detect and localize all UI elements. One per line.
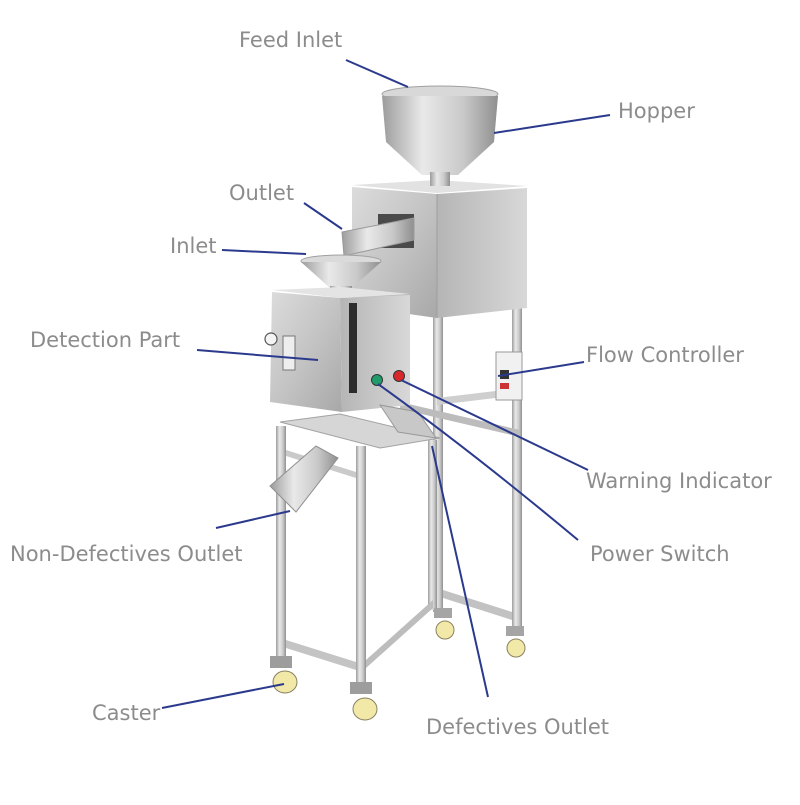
label-outlet: Outlet (229, 181, 295, 205)
label-hopper: Hopper (618, 99, 695, 123)
leader-outlet (303, 202, 343, 230)
label-non-defectives-outlet: Non-Defectives Outlet (10, 542, 243, 566)
leader-flow-controller (497, 361, 585, 377)
detection-box (264, 287, 410, 412)
leader-inlet (221, 249, 307, 255)
frame-bar-front-low (286, 640, 356, 670)
detection-box-top (272, 287, 410, 298)
leader-hopper (493, 114, 611, 134)
defectives-chute (378, 404, 438, 439)
label-power-switch: Power Switch (590, 542, 730, 566)
lower-frame (276, 413, 441, 684)
leader-caster (161, 683, 285, 709)
hopper-neck (430, 172, 450, 186)
frame-bar-side-low (366, 600, 433, 668)
caster-front-right (350, 682, 378, 721)
caster-rear-left (434, 608, 455, 640)
detection-box-side (340, 295, 410, 412)
frame-leg-rear-left (433, 312, 443, 612)
leader-non-defectives-outlet (215, 510, 291, 529)
frame-leg-rear-right (512, 308, 522, 628)
label-inlet: Inlet (170, 234, 217, 258)
outlet-chute (341, 217, 415, 257)
pressure-gauge (264, 332, 278, 346)
caster-rear-right (506, 626, 526, 658)
frame-leg-front-right (356, 446, 366, 684)
upper-housing-front (352, 187, 437, 318)
leader-feed-inlet (345, 59, 409, 88)
upper-housing-top (352, 180, 527, 193)
leader-power-switch (377, 383, 579, 541)
detection-box-front (270, 292, 342, 412)
label-detection-part: Detection Part (30, 328, 181, 352)
non-defectives-chute (269, 445, 339, 513)
leader-lines (161, 59, 611, 709)
power-switch-button (371, 374, 383, 386)
leader-defectives-outlet (431, 445, 489, 698)
label-feed-inlet: Feed Inlet (239, 28, 343, 52)
table-top (279, 413, 441, 449)
hopper-bowl (382, 96, 498, 175)
upper-housing-side (437, 188, 527, 318)
label-warning-indicator: Warning Indicator (586, 469, 772, 493)
warning-indicator-light (393, 370, 405, 382)
hopper (381, 85, 499, 186)
caster-front-left (270, 656, 298, 694)
air-filter (282, 335, 296, 371)
inlet-bowl (301, 262, 381, 288)
leader-detection-part (196, 349, 319, 361)
label-defectives-outlet: Defectives Outlet (426, 715, 610, 739)
frame-bar-rear (443, 590, 512, 620)
frame-leg-mid (428, 440, 437, 610)
label-flow-controller: Flow Controller (586, 343, 744, 367)
detection-hinge (349, 303, 357, 393)
frame-leg-front-left (276, 426, 286, 658)
label-caster: Caster (92, 701, 161, 725)
leader-warning-indicator (400, 379, 589, 471)
frame-bar-side-top (400, 402, 520, 437)
